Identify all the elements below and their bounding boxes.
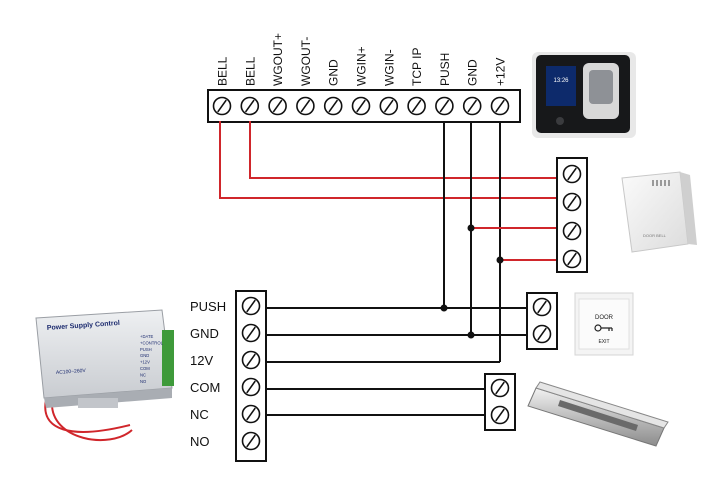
psu-terminal-block: PUSH GND 12V COM NC NO	[190, 290, 267, 462]
maglock-face	[558, 400, 638, 431]
doorbell-screw-icon	[562, 221, 582, 241]
exit-screw-icon	[532, 297, 552, 317]
controller-terminal-label: PUSH	[438, 53, 452, 86]
psu-side-label: +DATE	[140, 334, 154, 339]
controller-terminal-block: BELL BELL WGOUT+ WGOUT- GND WGIN+ WGIN- TCP IP P…	[207, 33, 521, 123]
junction-dot-push	[440, 304, 448, 312]
doorbell-side	[680, 172, 697, 245]
controller-terminal-label: BELL	[243, 56, 257, 86]
psu-front-clip	[78, 398, 118, 408]
controller-terminal-label: WGOUT-	[299, 37, 313, 86]
controller-terminal-label: GND	[466, 59, 480, 86]
controller-screw-icon	[296, 96, 315, 116]
maglock-top	[535, 381, 669, 429]
controller-screw-icon	[462, 96, 482, 116]
psu-screw-icon	[241, 377, 261, 397]
controller-screw-icon	[379, 96, 399, 116]
controller-terminal-label: TCP IP	[410, 48, 424, 86]
psu-side-label: NC	[140, 372, 146, 377]
junction-dot-gnd	[467, 224, 475, 232]
psu-terminal-strip	[162, 330, 174, 386]
exit-button-face	[578, 298, 630, 350]
doorbell-grille-icon	[652, 180, 670, 186]
exit-screw-icon	[532, 324, 552, 344]
psu-side-label: NO	[140, 379, 147, 384]
psu-side-label: COM	[140, 366, 150, 371]
controller-terminal-label: GND	[327, 59, 341, 86]
red-wire-bell-1	[219, 121, 560, 199]
doorbell-screw-icon	[562, 164, 582, 184]
psu-terminal-label: NO	[190, 434, 210, 449]
red-wire-bell-2	[249, 121, 560, 179]
doorbell: DOOR BELL	[621, 171, 697, 253]
doorbell-label: DOOR BELL	[643, 233, 667, 238]
controller-terminal-label: WGOUT+	[271, 33, 285, 86]
psu-terminal-label: GND	[190, 326, 219, 341]
exit-button-sub: EXIT	[598, 339, 609, 345]
exit-terminal-block	[526, 292, 558, 350]
doorbell-body	[621, 171, 689, 253]
psu-side-label: PUSH	[140, 347, 152, 352]
reader-keypad-icon	[556, 117, 564, 125]
controller-terminal-label: WGIN-	[382, 49, 396, 86]
junction-dot-12v	[496, 256, 504, 264]
power-supply-unit: Power Supply Control +DATE+CONTROLPUSHGN…	[35, 309, 174, 442]
controller-screw-icon	[323, 96, 343, 116]
doorbell-screw-icon	[562, 192, 582, 212]
wires	[219, 121, 560, 416]
reader-screen	[546, 66, 576, 106]
controller-terminal-label: BELL	[216, 56, 230, 86]
junction-dot-gnd-2	[467, 331, 475, 339]
controller-screw-icon	[240, 96, 260, 116]
controller-terminal-label: WGIN+	[355, 46, 369, 86]
controller-terminal-labels: BELL BELL WGOUT+ WGOUT- GND WGIN+ WGIN- TCP IP P…	[216, 33, 508, 86]
magnetic-lock	[527, 381, 669, 447]
reader-sensor	[589, 70, 613, 104]
lock-screw-icon	[490, 405, 510, 425]
lock-terminal-block	[484, 373, 516, 431]
key-icon	[594, 324, 613, 332]
psu-screw-icon	[241, 296, 261, 316]
psu-side-label: +12V	[140, 360, 150, 365]
psu-wire-red-1	[44, 399, 131, 433]
psu-side-label: +CONTROL	[140, 340, 164, 345]
psu-screw-icon	[241, 404, 261, 424]
psu-terminal-label: PUSH	[190, 299, 226, 314]
controller-screws	[212, 96, 510, 116]
psu-screw-icon	[241, 431, 261, 451]
lock-screw-icon	[490, 378, 510, 398]
controller-screw-icon	[212, 96, 232, 116]
controller-screw-icon	[268, 96, 287, 116]
doorbell-screw-icon	[562, 249, 582, 269]
controller-terminal-label: +12V	[494, 58, 508, 86]
psu-wire-red-2	[50, 401, 133, 442]
psu-voltage-label: AC100~260V	[56, 368, 87, 376]
controller-screw-icon	[351, 96, 371, 116]
psu-screw-icon	[241, 323, 261, 343]
psu-terminal-label: 12V	[190, 353, 213, 368]
controller-screw-icon	[407, 96, 426, 116]
controller-screw-icon	[435, 96, 454, 116]
psu-terminal-label: NC	[190, 407, 209, 422]
controller-screw-icon	[490, 96, 510, 116]
psu-screw-icon	[241, 350, 261, 370]
fingerprint-reader: 13:26	[532, 52, 636, 138]
exit-button: DOOR EXIT	[574, 292, 634, 356]
exit-button-word: DOOR	[595, 315, 614, 321]
doorbell-terminal-block	[556, 157, 588, 273]
reader-screen-time: 13:26	[553, 78, 569, 84]
psu-side-label: GND	[140, 353, 149, 358]
psu-terminal-label: COM	[190, 380, 220, 395]
